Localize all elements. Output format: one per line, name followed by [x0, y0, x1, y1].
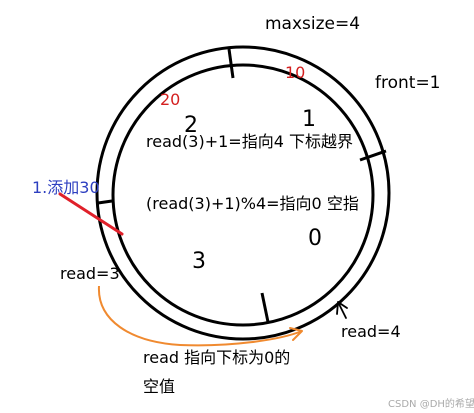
divider-left	[97, 199, 113, 205]
slot-0-index: 0	[308, 226, 322, 251]
read-move-arrow	[97, 285, 303, 347]
front-label: front=1	[375, 73, 441, 93]
slot-3-index: 3	[192, 249, 206, 274]
read-explain-line2: 空值	[143, 377, 176, 396]
watermark: CSDN @DH的希望	[388, 399, 474, 410]
add-30-arrow	[58, 192, 124, 236]
slot-2-value: 20	[160, 90, 181, 109]
add-30-step: 1.添加30	[32, 178, 100, 197]
inner-ring	[111, 63, 375, 327]
divider-right	[359, 149, 387, 162]
slot-2-index: 2	[184, 113, 198, 138]
read-move-arrowhead	[289, 327, 303, 341]
read-before-label: read=3	[60, 264, 120, 283]
divider-top	[227, 48, 235, 79]
overflow-note: read(3)+1=指向4 下标越界	[146, 132, 353, 151]
divider-bottom	[260, 292, 270, 323]
maxsize-label: maxsize=4	[265, 14, 361, 34]
slot-1-value: 10	[285, 63, 306, 82]
outer-ring	[95, 45, 391, 341]
read-4-arrow	[336, 301, 348, 319]
slot-1-index: 1	[302, 107, 316, 132]
read-after-label: read=4	[341, 322, 401, 341]
read-explain-line1: read 指向下标为0的	[143, 348, 291, 367]
modulo-note: (read(3)+1)%4=指向0 空指	[146, 194, 359, 213]
